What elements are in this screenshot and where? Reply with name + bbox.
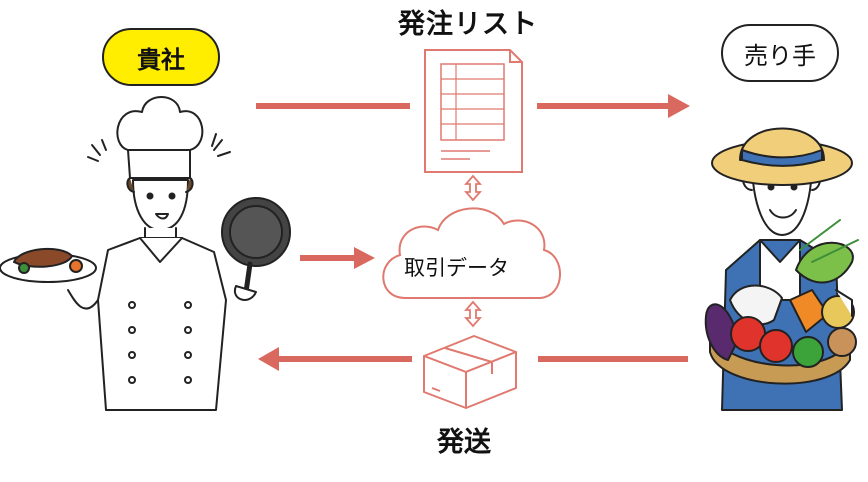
- seller-label-text: 売り手: [744, 41, 816, 70]
- company-label: 貴社: [102, 28, 220, 86]
- farmer-figure: [704, 127, 859, 411]
- arrow-box-to-company: [258, 347, 412, 371]
- data-cloud-label: 取引データ: [404, 256, 509, 280]
- company-label-text: 貴社: [137, 45, 185, 74]
- box-icon: [423, 335, 517, 409]
- seller-label: 売り手: [721, 24, 839, 82]
- flow-arrows: [256, 94, 690, 371]
- shipping-title: 発送: [437, 427, 491, 458]
- document-icon: [424, 49, 523, 173]
- arrow-list-to-seller: [537, 94, 690, 118]
- arrow-company-to-cloud: [300, 247, 375, 269]
- double-arrow-top: [464, 174, 482, 202]
- cloud-icon: [382, 207, 561, 299]
- double-arrow-bottom: [464, 300, 482, 328]
- order-list-title: 発注リスト: [398, 9, 538, 40]
- chef-figure: [0, 96, 291, 411]
